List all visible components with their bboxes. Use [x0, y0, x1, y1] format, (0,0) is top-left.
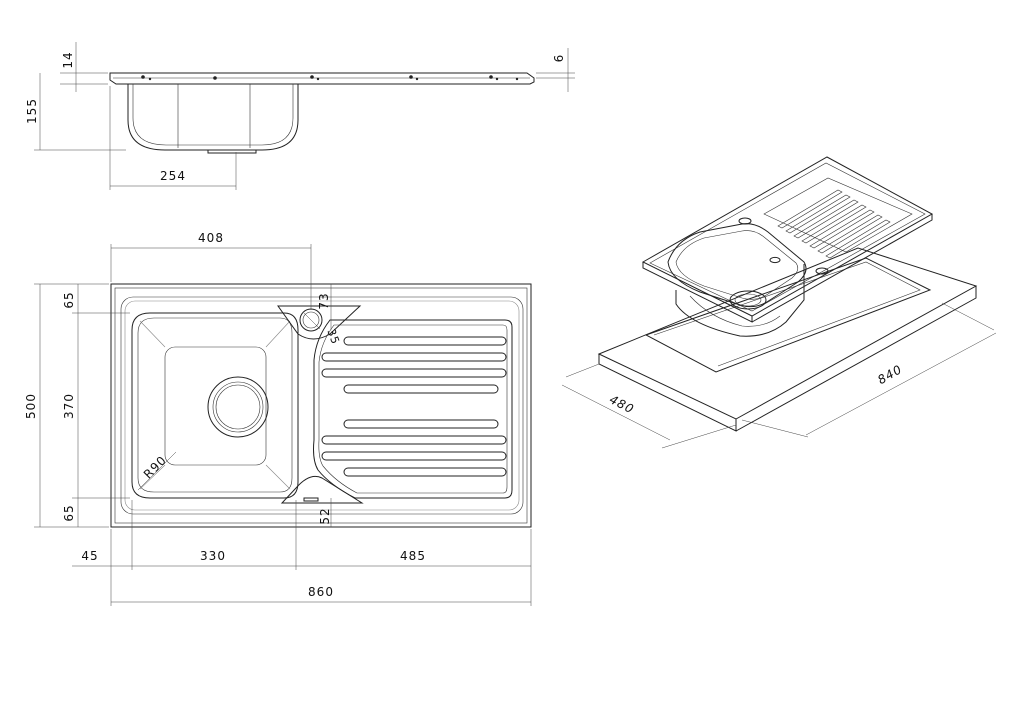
dim-plan-bowl-330: 330 [200, 549, 226, 563]
dim-plan-taphole-73: 73 [317, 292, 331, 309]
dim-plan-drainer-485: 485 [400, 549, 426, 563]
dim-plan-overflow-52: 52 [318, 507, 332, 524]
dim-side-width-254: 254 [160, 169, 186, 183]
dim-plan-taphole-408: 408 [198, 231, 224, 245]
dim-iso-width-840: 840 [875, 362, 904, 387]
iso-view: 480 840 [561, 156, 997, 449]
dim-side-rim-6: 6 [552, 54, 566, 63]
dim-plan-left-45: 45 [81, 549, 98, 563]
dim-plan-depth-500: 500 [24, 393, 38, 419]
dim-plan-width-860: 860 [308, 585, 334, 599]
dim-side-depth-155: 155 [25, 98, 39, 124]
drainer-grooves [321, 336, 507, 477]
dim-taphole-diameter: 35 [324, 327, 342, 346]
dim-plan-top-65: 65 [62, 291, 76, 308]
plan-view: 35 408 73 500 [24, 231, 532, 606]
dim-plan-bowl-370: 370 [62, 393, 76, 419]
dim-iso-depth-480: 480 [607, 392, 636, 416]
dim-plan-bottom-65: 65 [62, 504, 76, 521]
side-view: 14 155 254 6 [25, 42, 575, 190]
iso-drainer-grooves [763, 177, 913, 259]
dim-side-flange-14: 14 [61, 51, 75, 68]
